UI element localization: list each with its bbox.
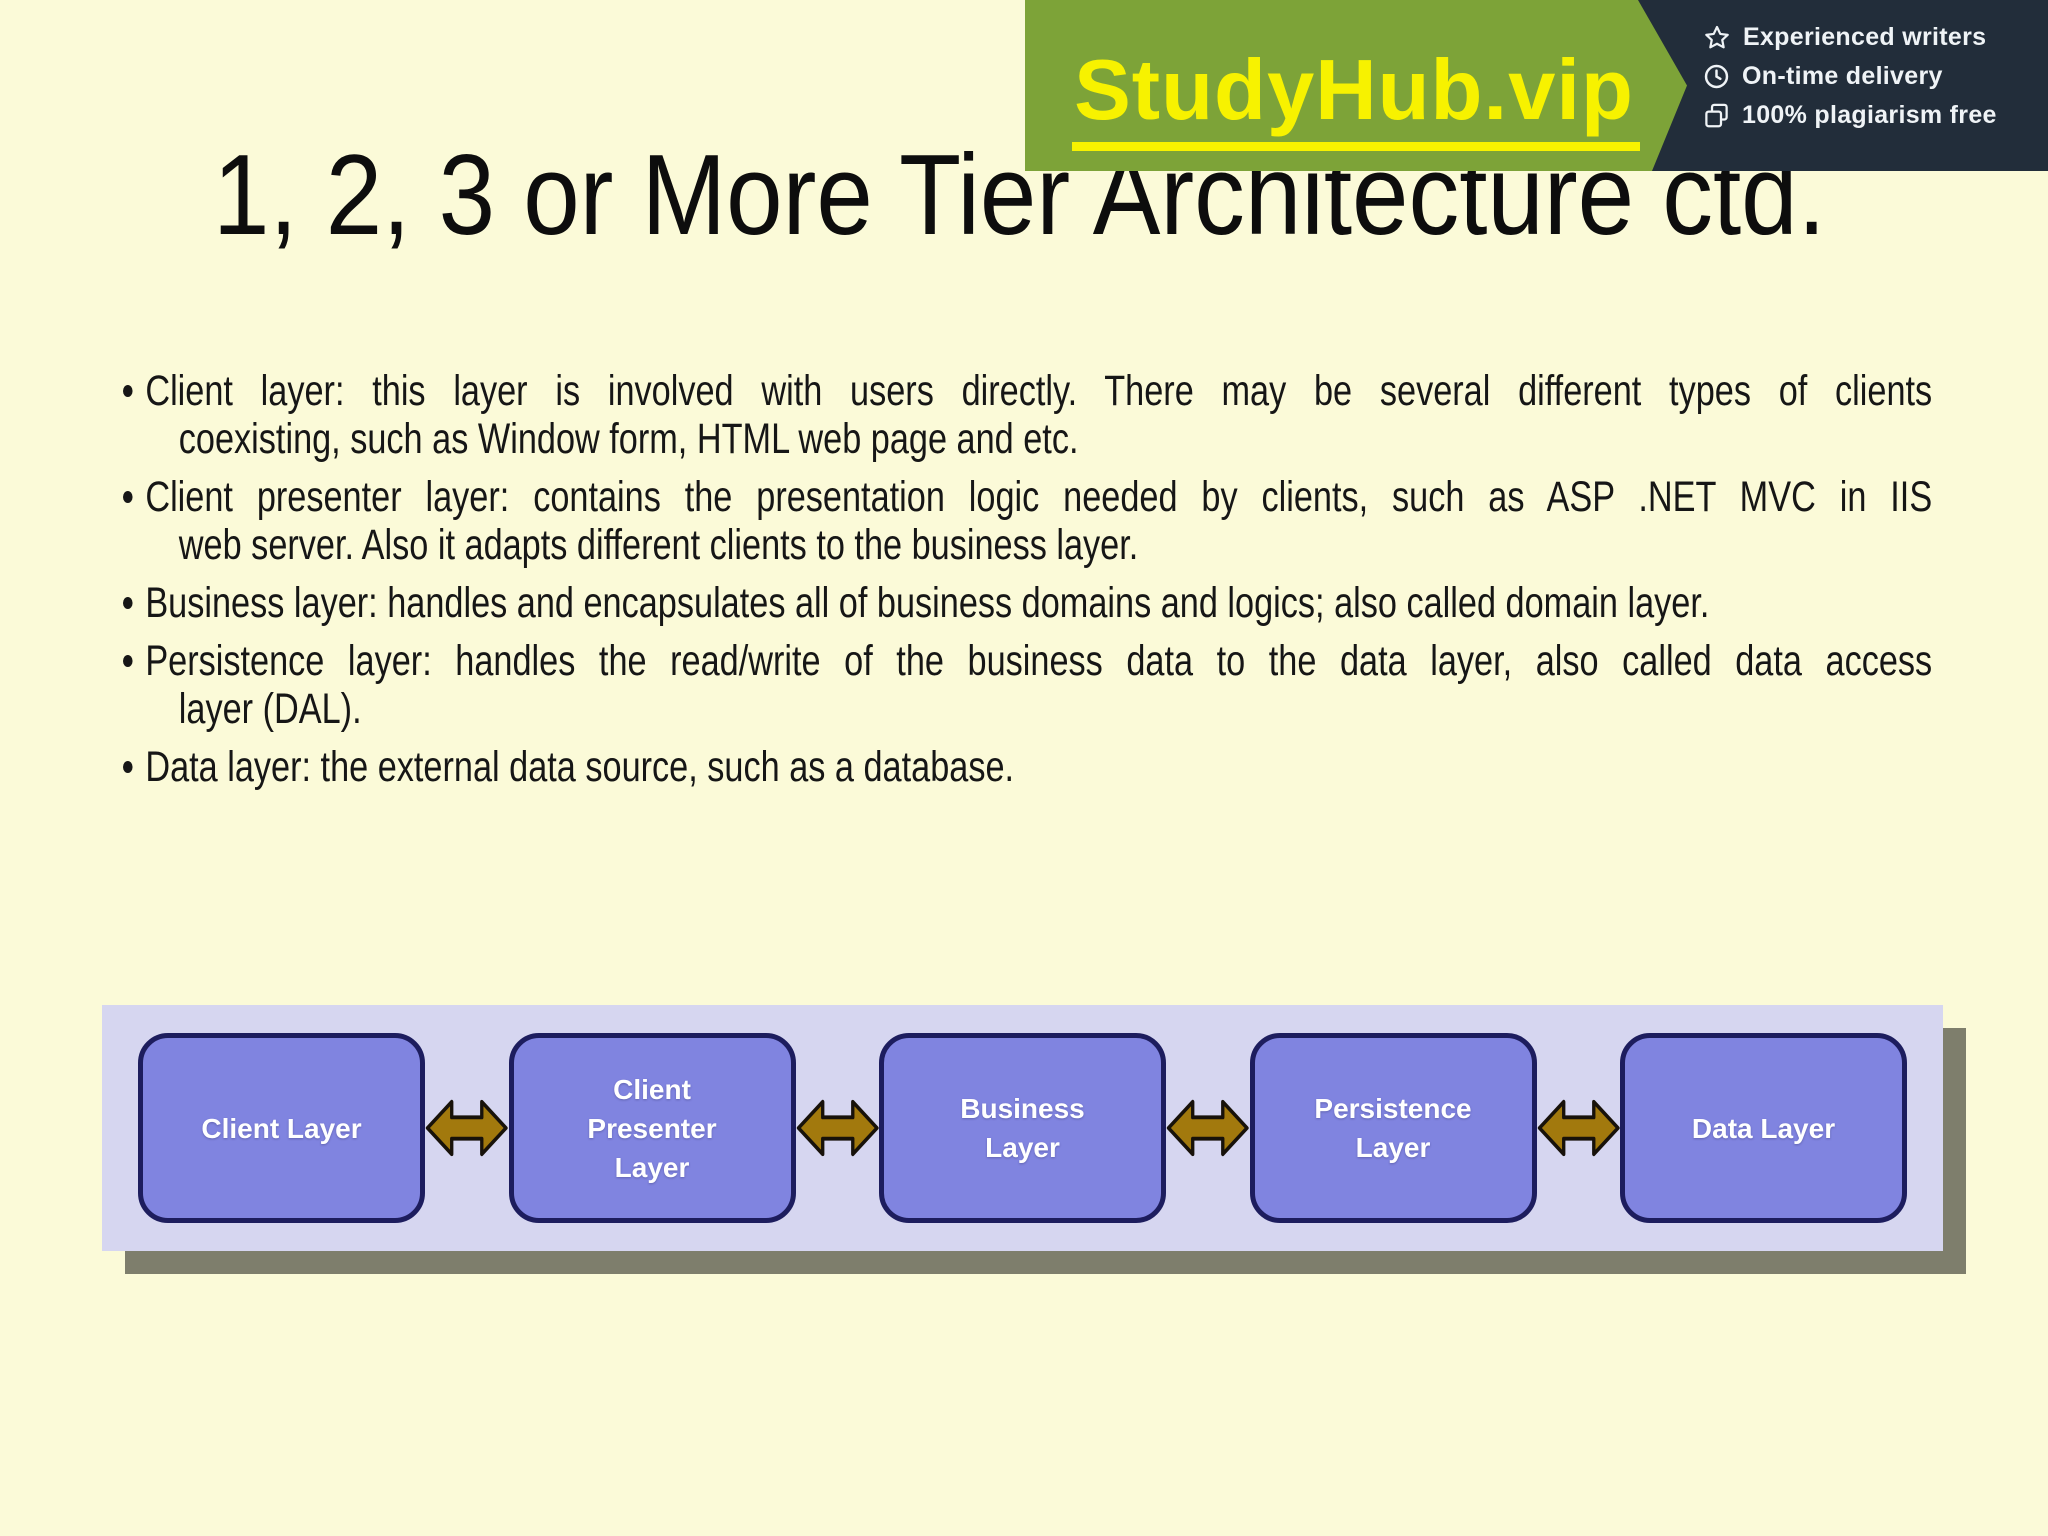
bullet-dot (123, 579, 145, 627)
bullet-text: Data layer: the external data source, su… (145, 743, 1015, 791)
bullet-text: Business layer: handles and encapsulates… (145, 579, 1710, 627)
brand-banner: StudyHub.vip (1025, 0, 1687, 171)
bullet-item-business-layer: Business layer: handles and encapsulates… (123, 579, 1932, 627)
diagram-box-business-layer: Business Layer (879, 1033, 1166, 1223)
bullet-text: Client presenter layer: contains the pre… (145, 473, 1933, 521)
clock-icon (1704, 64, 1729, 89)
feature-label: Experienced writers (1743, 23, 1987, 51)
diagram-box-client-layer: Client Layer (138, 1033, 425, 1223)
star-icon (1705, 25, 1729, 48)
bullet-dot (123, 637, 145, 733)
bullet-item-persistence-layer: Persistence layer: handles the read/writ… (123, 637, 1932, 733)
bullet-item-data-layer: Data layer: the external data source, su… (123, 743, 1932, 791)
double-arrow-icon (1166, 1097, 1250, 1159)
banner-features-panel: Experienced writers On-time delivery 100… (1615, 0, 2048, 171)
diagram-box-persistence-layer: Persistence Layer (1249, 1033, 1537, 1223)
feature-label: On-time delivery (1742, 62, 1943, 90)
bullet-text: layer (DAL). (178, 685, 362, 733)
bullet-item-client-presenter-layer: Client presenter layer: contains the pre… (123, 473, 1932, 569)
double-arrow-icon (425, 1097, 509, 1159)
bullet-text: Persistence layer: handles the read/writ… (145, 637, 1933, 685)
bullet-dot (123, 743, 145, 791)
double-arrow-icon (796, 1097, 880, 1159)
bullet-item-client-layer: Client layer: this layer is involved wit… (123, 367, 1932, 463)
diagram-box-client-presenter-layer: Client Presenter Layer (508, 1033, 796, 1223)
feature-experienced-writers: Experienced writers (1703, 23, 2048, 52)
bullet-list: Client layer: this layer is involved wit… (123, 367, 1932, 801)
double-arrow-icon (1537, 1097, 1621, 1159)
bullet-text: coexisting, such as Window form, HTML we… (178, 415, 1079, 463)
copy-icon (1705, 103, 1728, 128)
feature-plagiarism-free: 100% plagiarism free (1703, 101, 2048, 130)
tier-architecture-diagram: Client Layer Client Presenter Layer Busi… (102, 1005, 1943, 1251)
bullet-dot (123, 367, 145, 463)
brand-link[interactable]: StudyHub.vip (1072, 48, 1640, 151)
bullet-dot (123, 473, 145, 569)
feature-list: Experienced writers On-time delivery 100… (1703, 23, 2048, 130)
feature-label: 100% plagiarism free (1742, 101, 1997, 129)
diagram-box-data-layer: Data Layer (1620, 1033, 1907, 1223)
bullet-text: web server. Also it adapts different cli… (178, 521, 1139, 569)
feature-on-time-delivery: On-time delivery (1703, 62, 2048, 91)
bullet-text: Client layer: this layer is involved wit… (145, 367, 1933, 415)
